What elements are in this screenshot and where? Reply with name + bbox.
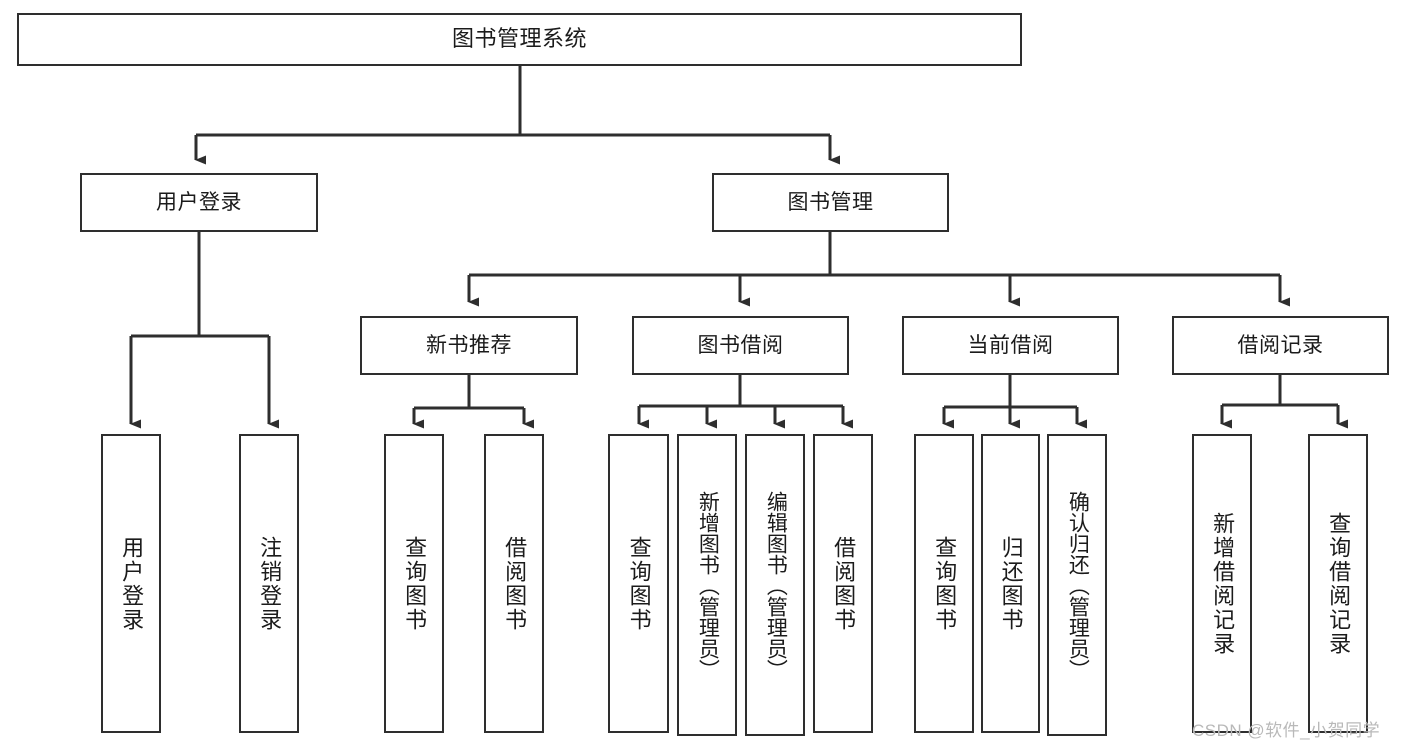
node-label: 归还图书 [998, 535, 1024, 632]
node-label: 图书管理 [787, 190, 874, 214]
node-label: 查询借阅记录 [1326, 511, 1352, 656]
leaf-add-borrow-record[interactable]: 新增借阅记录 [1192, 434, 1252, 733]
leaf-query-book-recommend[interactable]: 查询图书 [384, 434, 444, 733]
leaf-confirm-return-admin[interactable]: 确认归还（管理员） [1047, 434, 1107, 736]
leaf-query-borrow-record[interactable]: 查询借阅记录 [1308, 434, 1368, 733]
leaf-query-book-current[interactable]: 查询图书 [914, 434, 974, 733]
leaf-borrow-book[interactable]: 借阅图书 [813, 434, 873, 733]
node-label: 查询图书 [402, 535, 428, 632]
node-label: 图书借阅 [697, 333, 784, 357]
node-label: 确认归还（管理员） [1066, 490, 1090, 680]
node-borrow-record[interactable]: 借阅记录 [1172, 316, 1389, 375]
node-user-login[interactable]: 用户登录 [80, 173, 318, 232]
node-label: 当前借阅 [967, 333, 1054, 357]
node-label: 新书推荐 [426, 333, 512, 357]
leaf-return-book[interactable]: 归还图书 [981, 434, 1040, 733]
leaf-logout-login[interactable]: 注销登录 [239, 434, 299, 733]
node-book-borrow[interactable]: 图书借阅 [632, 316, 849, 375]
node-label: 查询图书 [626, 535, 652, 632]
leaf-edit-book-admin[interactable]: 编辑图书（管理员） [745, 434, 805, 736]
node-label: 图书管理系统 [451, 26, 587, 52]
node-label: 借阅记录 [1237, 333, 1324, 357]
node-book-management[interactable]: 图书管理 [712, 173, 949, 232]
node-root-system[interactable]: 图书管理系统 [17, 13, 1022, 66]
node-new-book-recommend[interactable]: 新书推荐 [360, 316, 578, 375]
node-current-borrow[interactable]: 当前借阅 [902, 316, 1119, 375]
leaf-user-login[interactable]: 用户登录 [101, 434, 161, 733]
leaf-query-book-borrow[interactable]: 查询图书 [608, 434, 669, 733]
node-label: 用户登录 [156, 190, 242, 214]
node-label: 注销登录 [257, 535, 283, 632]
node-label: 借阅图书 [831, 535, 857, 632]
node-label: 用户登录 [119, 535, 145, 632]
node-label: 借阅图书 [502, 535, 528, 632]
leaf-borrow-book-recommend[interactable]: 借阅图书 [484, 434, 544, 733]
leaf-add-book-admin[interactable]: 新增图书（管理员） [677, 434, 737, 736]
node-label: 新增图书（管理员） [696, 490, 720, 680]
node-label: 编辑图书（管理员） [764, 490, 788, 680]
node-label: 新增借阅记录 [1210, 511, 1236, 656]
node-label: 查询图书 [932, 535, 958, 632]
